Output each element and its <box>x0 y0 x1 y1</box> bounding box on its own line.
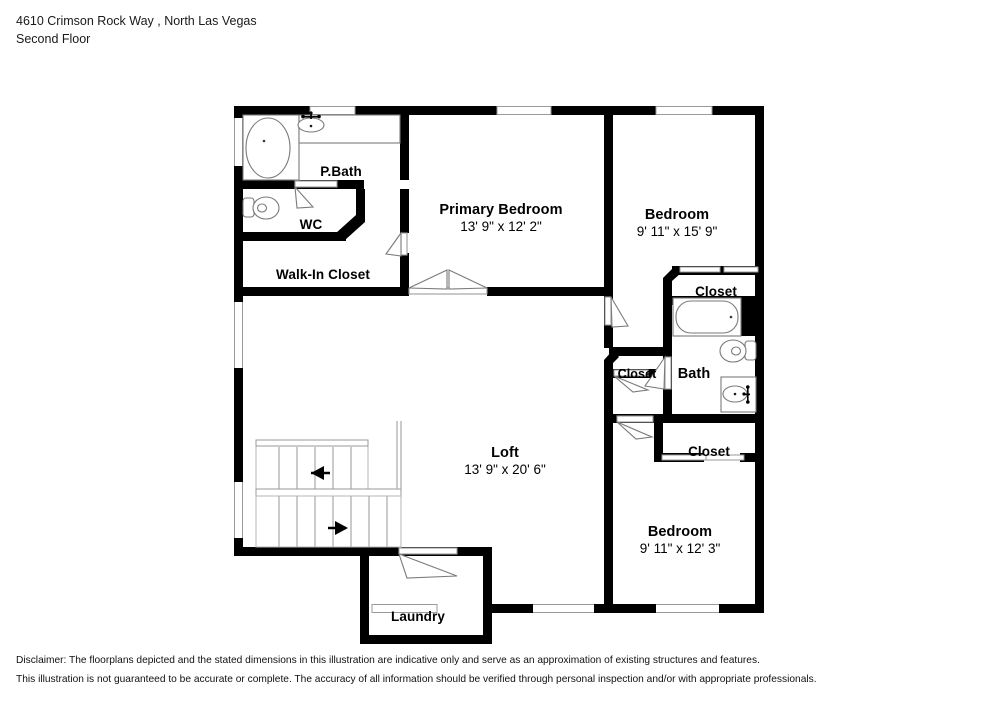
bathroom-fixtures <box>242 111 757 413</box>
plan-header: 4610 Crimson Rock Way , North Las Vegas … <box>16 12 257 48</box>
toilet-wc <box>242 196 280 220</box>
disclaimer: Disclaimer: The floorplans depicted and … <box>16 652 976 690</box>
window-openings <box>234 106 721 613</box>
staircase <box>255 421 402 548</box>
closet-rods <box>661 266 759 461</box>
door-swings <box>294 180 672 579</box>
stair-arrow-up <box>311 466 330 480</box>
floor-label: Second Floor <box>16 32 91 47</box>
disclaimer-line-2: This illustration is not guaranteed to b… <box>16 673 817 685</box>
disclaimer-line-1: Disclaimer: The floorplans depicted and … <box>16 655 760 666</box>
toilet-bath <box>719 339 757 363</box>
tub-bath <box>672 297 742 337</box>
vanity-bath <box>720 376 757 413</box>
stair-arrow-down <box>328 521 348 535</box>
property-address: 4610 Crimson Rock Way , North Las Vegas <box>16 14 257 28</box>
faucet-pbath <box>301 111 321 119</box>
